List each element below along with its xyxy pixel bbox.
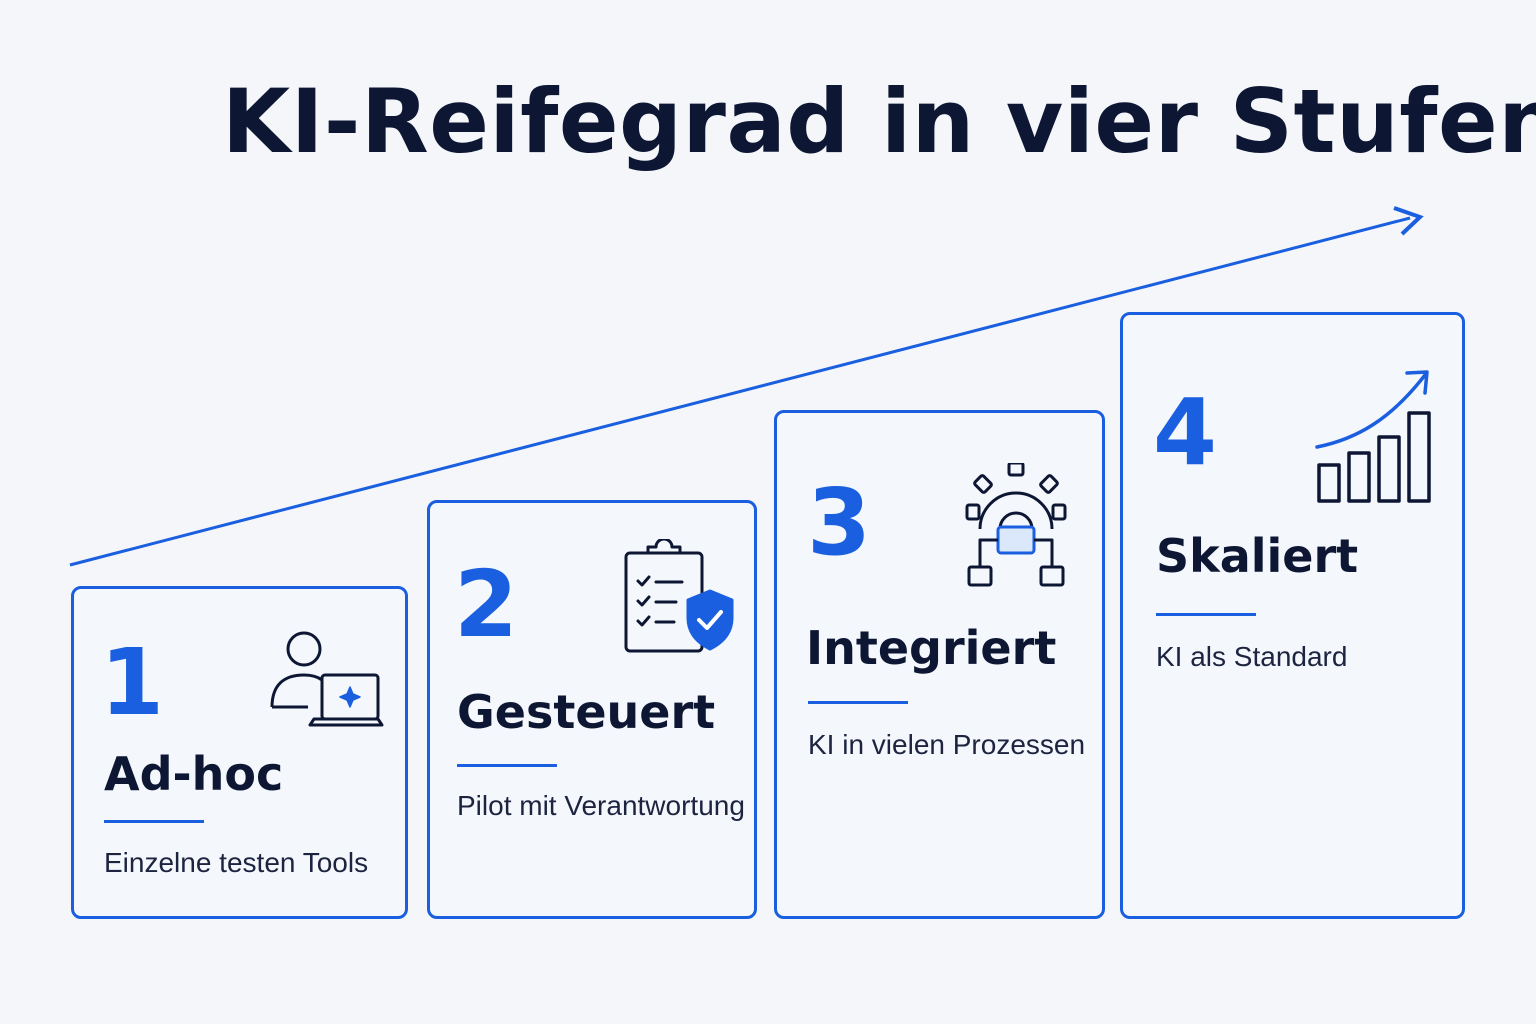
stage-number: 1	[100, 629, 165, 736]
stage-number: 4	[1153, 379, 1218, 486]
stage-divider	[808, 701, 908, 704]
stage-title: Ad-hoc	[104, 747, 284, 801]
stage-description: Pilot mit Verantwortung	[457, 790, 745, 821]
user-laptop-icon	[268, 627, 388, 741]
stage-card-4: 4 Skaliert KI als Standard	[1120, 312, 1465, 919]
growth-arrow-head	[1393, 206, 1424, 236]
stage-description: KI in vielen Prozessen	[808, 729, 1086, 760]
stage-description: Einzelne testen Tools	[104, 847, 369, 878]
stage-card-2: 2 Gesteuert Pilot mit Verantwortung	[427, 500, 757, 919]
growth-arrow	[69, 206, 1424, 567]
stage-title: Skaliert	[1156, 529, 1359, 583]
page-title: KI-Reifegrad in vier Stufen	[222, 70, 1536, 173]
stage-divider	[104, 820, 204, 823]
stage-title: Integriert	[806, 621, 1057, 675]
growth-chart-icon	[1313, 365, 1437, 509]
stage-number: 3	[807, 469, 872, 576]
stage-divider	[457, 764, 557, 767]
stage-description: KI als Standard	[1156, 641, 1348, 672]
clipboard-shield-icon	[620, 537, 738, 661]
stage-divider	[1156, 613, 1256, 616]
growth-arrow-line	[69, 216, 1411, 567]
stage-card-3: 3 Integriert KI in vielen Prozessen	[774, 410, 1105, 919]
stage-title: Gesteuert	[457, 685, 716, 739]
stage-card-1: 1 Ad-hoc Einzelne testen Tools	[71, 586, 408, 919]
gear-network-icon	[963, 461, 1069, 591]
stage-number: 2	[454, 551, 519, 658]
